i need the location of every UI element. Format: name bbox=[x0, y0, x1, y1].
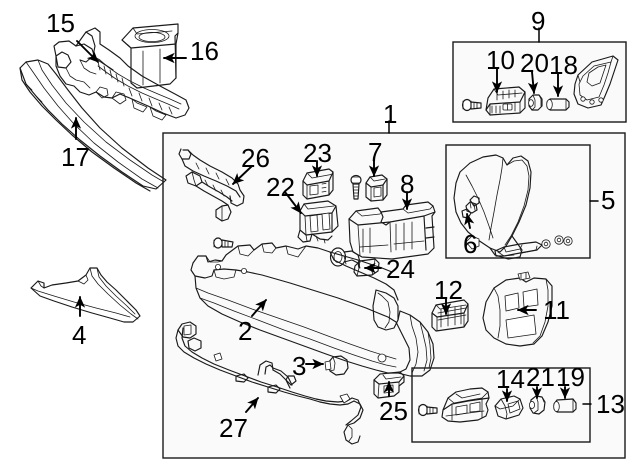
part-17-side-molding bbox=[19, 59, 167, 192]
leader-15 bbox=[76, 40, 99, 63]
callout-8: 8 bbox=[400, 169, 415, 199]
part-13-outlet-housing bbox=[441, 387, 490, 423]
part-8-storage-tray bbox=[348, 201, 436, 260]
callout-10: 10 bbox=[486, 45, 515, 75]
callout-18: 18 bbox=[549, 50, 578, 80]
part-20-clip bbox=[528, 94, 543, 111]
callout-11: 11 bbox=[543, 295, 570, 325]
callout-6: 6 bbox=[463, 229, 478, 259]
leader-6 bbox=[464, 213, 475, 229]
callout-25: 25 bbox=[379, 396, 408, 426]
callout-26: 26 bbox=[241, 143, 270, 173]
callout-19: 19 bbox=[556, 362, 585, 392]
part-4-rear-side-trim bbox=[30, 267, 141, 323]
callout-1: 1 bbox=[383, 99, 398, 129]
callout-7: 7 bbox=[368, 137, 383, 167]
callout-16: 16 bbox=[190, 36, 219, 66]
leader-2 bbox=[251, 299, 267, 317]
part-bolt-2 bbox=[213, 237, 234, 249]
callout-4: 4 bbox=[72, 320, 87, 350]
part-trim-bezel-9 bbox=[573, 55, 619, 109]
callout-24: 24 bbox=[386, 254, 415, 284]
callout-15: 15 bbox=[46, 8, 75, 38]
leader-20 bbox=[527, 71, 539, 94]
part-7-bracket bbox=[365, 174, 388, 202]
panel-13-box bbox=[411, 367, 591, 443]
part-15-console-trim-panel bbox=[53, 27, 190, 121]
callout-23: 23 bbox=[303, 138, 332, 168]
part-3-grommet bbox=[324, 355, 349, 376]
part-10-switch bbox=[485, 86, 526, 116]
part-23-upper-switch bbox=[302, 168, 334, 200]
part-2-console-base bbox=[190, 237, 435, 377]
part-bolt-9 bbox=[461, 98, 482, 112]
leader-27 bbox=[245, 397, 259, 413]
callout-20: 20 bbox=[520, 48, 549, 78]
callout-3: 3 bbox=[292, 351, 307, 381]
part-bolt-13 bbox=[417, 403, 438, 417]
callout-13: 13 bbox=[596, 389, 625, 419]
part-14-cover-plate bbox=[494, 395, 524, 420]
leader-lines bbox=[70, 27, 599, 413]
panel-5-contents bbox=[453, 154, 573, 260]
callout-5: 5 bbox=[601, 185, 616, 215]
callout-21: 21 bbox=[526, 362, 555, 392]
part-18-sleeve bbox=[546, 98, 570, 111]
callout-22: 22 bbox=[266, 172, 295, 202]
part-19-socket-sleeve bbox=[553, 398, 577, 413]
leader-22 bbox=[284, 191, 302, 214]
callout-9: 9 bbox=[531, 6, 546, 36]
part-5-armrest bbox=[453, 154, 573, 260]
part-16-cup-holder bbox=[121, 23, 179, 89]
panel-13-contents bbox=[417, 387, 577, 423]
part-bolt-7 bbox=[350, 174, 362, 200]
panel-9-contents bbox=[461, 55, 619, 116]
callout-12: 12 bbox=[434, 275, 463, 305]
leader-26 bbox=[232, 165, 253, 185]
callout-14: 14 bbox=[496, 364, 525, 394]
part-11-rear-bezel bbox=[482, 271, 553, 347]
callout-27: 27 bbox=[219, 413, 248, 443]
callout-2: 2 bbox=[238, 316, 253, 346]
part-27-floor-harness bbox=[175, 321, 364, 445]
callout-17: 17 bbox=[61, 142, 90, 172]
part-22-lower-switch bbox=[297, 200, 339, 244]
